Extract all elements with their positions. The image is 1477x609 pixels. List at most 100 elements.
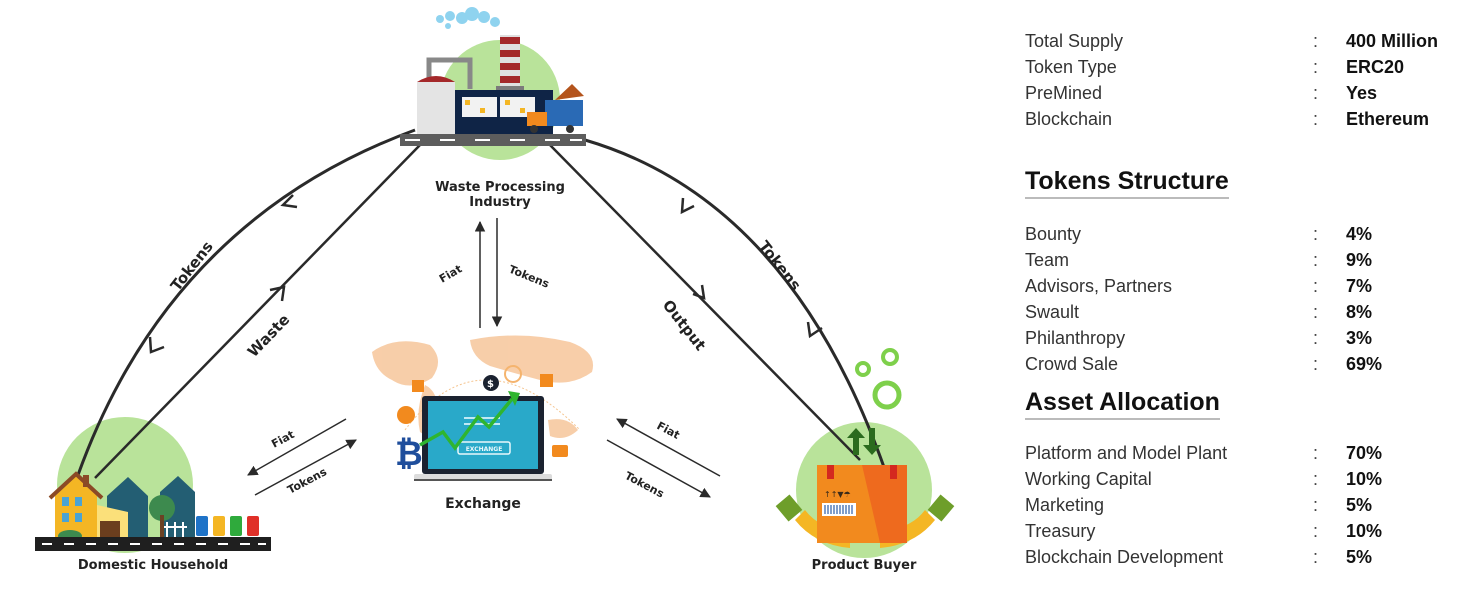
structure-label: Team [1025,249,1070,270]
token-flow-diagram: Tokens Waste Tokens Output Fiat Tokens F… [35,7,955,573]
structure-value: 4% [1346,223,1373,244]
allocation-separator: : [1313,494,1319,515]
svg-text:↑↑▼☂: ↑↑▼☂ [824,490,851,499]
edge-household-industry-waste [94,144,421,479]
allocation-separator: : [1313,468,1319,489]
info-value: 400 Million [1346,30,1439,51]
node-label-product-buyer: Product Buyer [811,558,917,573]
allocation-separator: : [1313,520,1319,541]
asset-allocation-row: Blockchain Development : 5% [1025,544,1477,570]
exchange-icon: $ EXCHANGE ₿ [372,335,594,481]
label-buyer-industry-tokens: Tokens [755,237,805,294]
structure-value: 7% [1346,275,1373,296]
edge-exchange-household-fiat [247,418,347,476]
edge-industry-household-tokens [76,128,416,476]
arrow-chevron [148,336,165,354]
edge-buyer-exchange-fiat [616,418,721,477]
asset-allocation-row: Working Capital : 10% [1025,466,1477,492]
node-label-exchange: Exchange [445,496,521,512]
info-separator: : [1313,56,1319,77]
tokens-structure-title: Tokens Structure [1025,166,1229,199]
coin-icons [855,348,902,410]
label-industry-exchange-tokens: Tokens [507,263,552,291]
structure-separator: : [1313,353,1319,374]
structure-separator: : [1313,327,1319,348]
info-value: Yes [1346,82,1378,103]
structure-value: 8% [1346,301,1373,322]
structure-label: Philanthropy [1025,327,1126,348]
asset-allocation-row: Treasury : 10% [1025,518,1477,544]
tokens-structure-row: Bounty : 4% [1025,221,1477,247]
arrow-chevron [269,285,286,302]
info-value: Ethereum [1346,108,1430,129]
household-icon [35,471,271,551]
info-separator: : [1313,82,1319,103]
diagram-canvas: Tokens Waste Tokens Output Fiat Tokens F… [35,7,955,558]
label-exchange-industry-fiat: Fiat [437,262,464,285]
structure-value: 69% [1346,353,1383,374]
info-label: PreMined [1025,82,1103,103]
structure-separator: : [1313,223,1319,244]
structure-separator: : [1313,301,1319,322]
label-industry-buyer-output: Output [659,296,710,354]
arrow-chevron [692,284,706,300]
info-row-token-type: Token Type : ERC20 [1025,54,1477,80]
edge-household-exchange-tokens [254,439,357,496]
allocation-value: 10% [1346,468,1383,489]
asset-allocation-row: Marketing : 5% [1025,492,1477,518]
arrow-chevron [680,197,695,215]
tokens-structure-row: Advisors, Partners : 7% [1025,273,1477,299]
info-row-total-supply: Total Supply : 400 Million [1025,28,1477,54]
info-separator: : [1313,30,1319,51]
allocation-label: Platform and Model Plant [1025,442,1228,463]
label-industry-household-tokens: Tokens [167,238,217,295]
info-label: Blockchain [1025,108,1113,129]
svg-text:$: $ [487,379,494,390]
allocation-label: Blockchain Development [1025,546,1224,567]
structure-label: Crowd Sale [1025,353,1119,374]
label-exchange-buyer-tokens: Tokens [623,469,667,501]
allocation-label: Marketing [1025,494,1105,515]
exchange-screen-label: EXCHANGE [466,446,503,453]
node-label-waste-processing-line1: Waste Processing [435,180,565,195]
token-info-list: Total Supply : 400 Million Token Type : … [1025,28,1477,132]
info-row-premined: PreMined : Yes [1025,80,1477,106]
info-label: Token Type [1025,56,1117,77]
info-separator: : [1313,108,1319,129]
tokens-structure-row: Team : 9% [1025,247,1477,273]
node-label-waste-processing-line2: Industry [469,195,531,210]
allocation-value: 5% [1346,494,1373,515]
allocation-separator: : [1313,442,1319,463]
tokens-structure-row: Swault : 8% [1025,299,1477,325]
structure-label: Advisors, Partners [1025,275,1173,296]
info-row-blockchain: Blockchain : Ethereum [1025,106,1477,132]
node-label-waste-processing: Waste Processing Industry [400,180,600,210]
label-buyer-exchange-fiat: Fiat [655,419,682,442]
token-info-panel: Total Supply : 400 Million Token Type : … [1025,28,1477,570]
structure-label: Bounty [1025,223,1082,244]
tokens-structure-row: Philanthropy : 3% [1025,325,1477,351]
edge-industry-buyer-output [549,144,861,461]
label-exchange-household-fiat: Fiat [269,428,296,451]
allocation-separator: : [1313,546,1319,567]
info-value: ERC20 [1346,56,1405,77]
allocation-label: Working Capital [1025,468,1152,489]
info-label: Total Supply [1025,30,1124,51]
structure-label: Swault [1025,301,1080,322]
node-label-domestic-household: Domestic Household [77,558,229,573]
allocation-value: 70% [1346,442,1383,463]
asset-allocation-list: Platform and Model Plant : 70% Working C… [1025,440,1477,570]
allocation-label: Treasury [1025,520,1096,541]
structure-separator: : [1313,249,1319,270]
bitcoin-icon: ₿ [395,434,423,474]
structure-value: 3% [1346,327,1373,348]
asset-allocation-row: Platform and Model Plant : 70% [1025,440,1477,466]
structure-value: 9% [1346,249,1373,270]
arrow-chevron [280,194,298,209]
allocation-value: 10% [1346,520,1383,541]
arrow-chevron [806,321,823,339]
factory-icon [400,7,586,146]
edge-buyer-industry-tokens [584,138,887,471]
tokens-structure-row: Crowd Sale : 69% [1025,351,1477,377]
allocation-value: 5% [1346,546,1373,567]
